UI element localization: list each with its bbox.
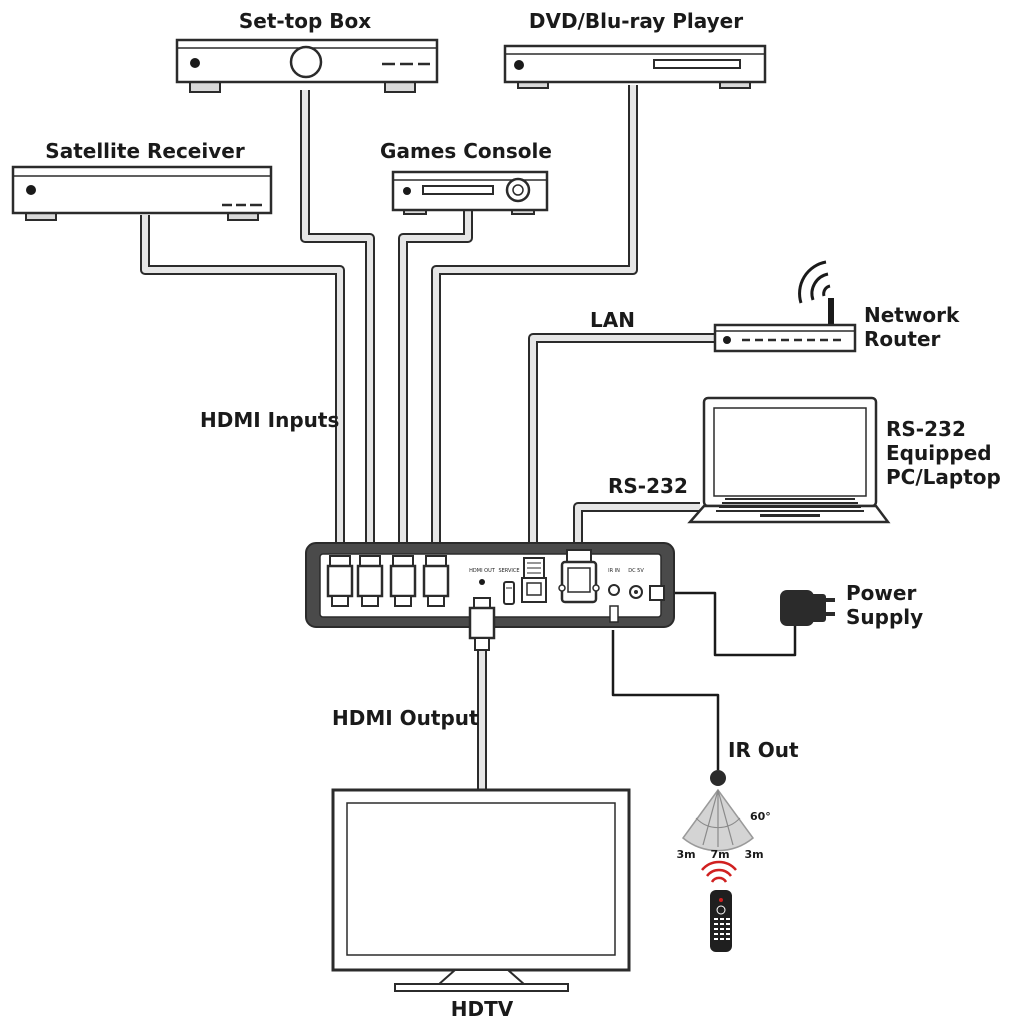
set-top-box-label: Set-top Box <box>239 9 371 33</box>
service-port-label: SERVICE <box>498 568 519 574</box>
rs232-pc-label-line1: RS-232 <box>886 417 966 441</box>
ir-angle-label: 60° <box>750 810 771 823</box>
rs232-connector <box>558 549 600 604</box>
hdmi-input-connector-4 <box>422 555 450 607</box>
network-router-icon <box>713 298 857 353</box>
dvd-player-icon <box>503 44 767 89</box>
satellite-receiver-label: Satellite Receiver <box>45 139 245 163</box>
wifi-icon <box>798 260 831 304</box>
hdmi-output-connector <box>468 597 496 651</box>
hdmi-input-connector-3 <box>389 555 417 607</box>
hdmi-inputs-label: HDMI Inputs <box>200 408 339 432</box>
ir-range-left: 3m <box>676 848 695 861</box>
set-top-box-icon <box>175 38 439 93</box>
hdmi-output-label: HDMI Output <box>332 706 479 730</box>
hdmi-out-port-label: HDMI OUT <box>469 568 496 574</box>
ir-in-port-label: IR IN <box>608 568 620 574</box>
hdtv-label: HDTV <box>451 997 514 1021</box>
hdtv-icon <box>331 788 631 992</box>
rs232-pc-label-line2: Equipped <box>886 441 992 465</box>
hdmi-input-connector-2 <box>356 555 384 607</box>
remote-control-icon <box>710 890 732 952</box>
power-adapter-icon <box>780 590 835 626</box>
switcher-unit-icon: HDMI OUT SERVICE IR IN DC 5V <box>305 542 675 628</box>
lan-connector <box>521 557 547 603</box>
rs232-pc-label-line3: PC/Laptop <box>886 465 1001 489</box>
hdmi-input-connector-1 <box>326 555 354 607</box>
laptop-icon <box>687 396 891 524</box>
games-console-label: Games Console <box>380 139 552 163</box>
lan-label: LAN <box>590 308 635 332</box>
power-supply-label-line1: Power <box>846 581 916 605</box>
satellite-receiver-icon <box>11 165 273 221</box>
ir-coverage-cone <box>681 788 755 852</box>
ir-emitter-icon <box>710 770 726 786</box>
ir-range-center: 7m <box>710 848 729 861</box>
dc-5v-port-label: DC 5V <box>628 568 644 574</box>
ir-signal-waves <box>701 860 737 883</box>
cables <box>140 85 797 790</box>
network-router-label-line1: Network <box>864 303 960 327</box>
network-router-label-line2: Router <box>864 327 941 351</box>
ir-range-right: 3m <box>744 848 763 861</box>
power-supply-label-line2: Supply <box>846 605 923 629</box>
dvd-player-label: DVD/Blu-ray Player <box>529 9 743 33</box>
rs232-label: RS-232 <box>608 474 688 498</box>
games-console-icon <box>391 170 549 215</box>
ir-out-label: IR Out <box>728 738 799 762</box>
